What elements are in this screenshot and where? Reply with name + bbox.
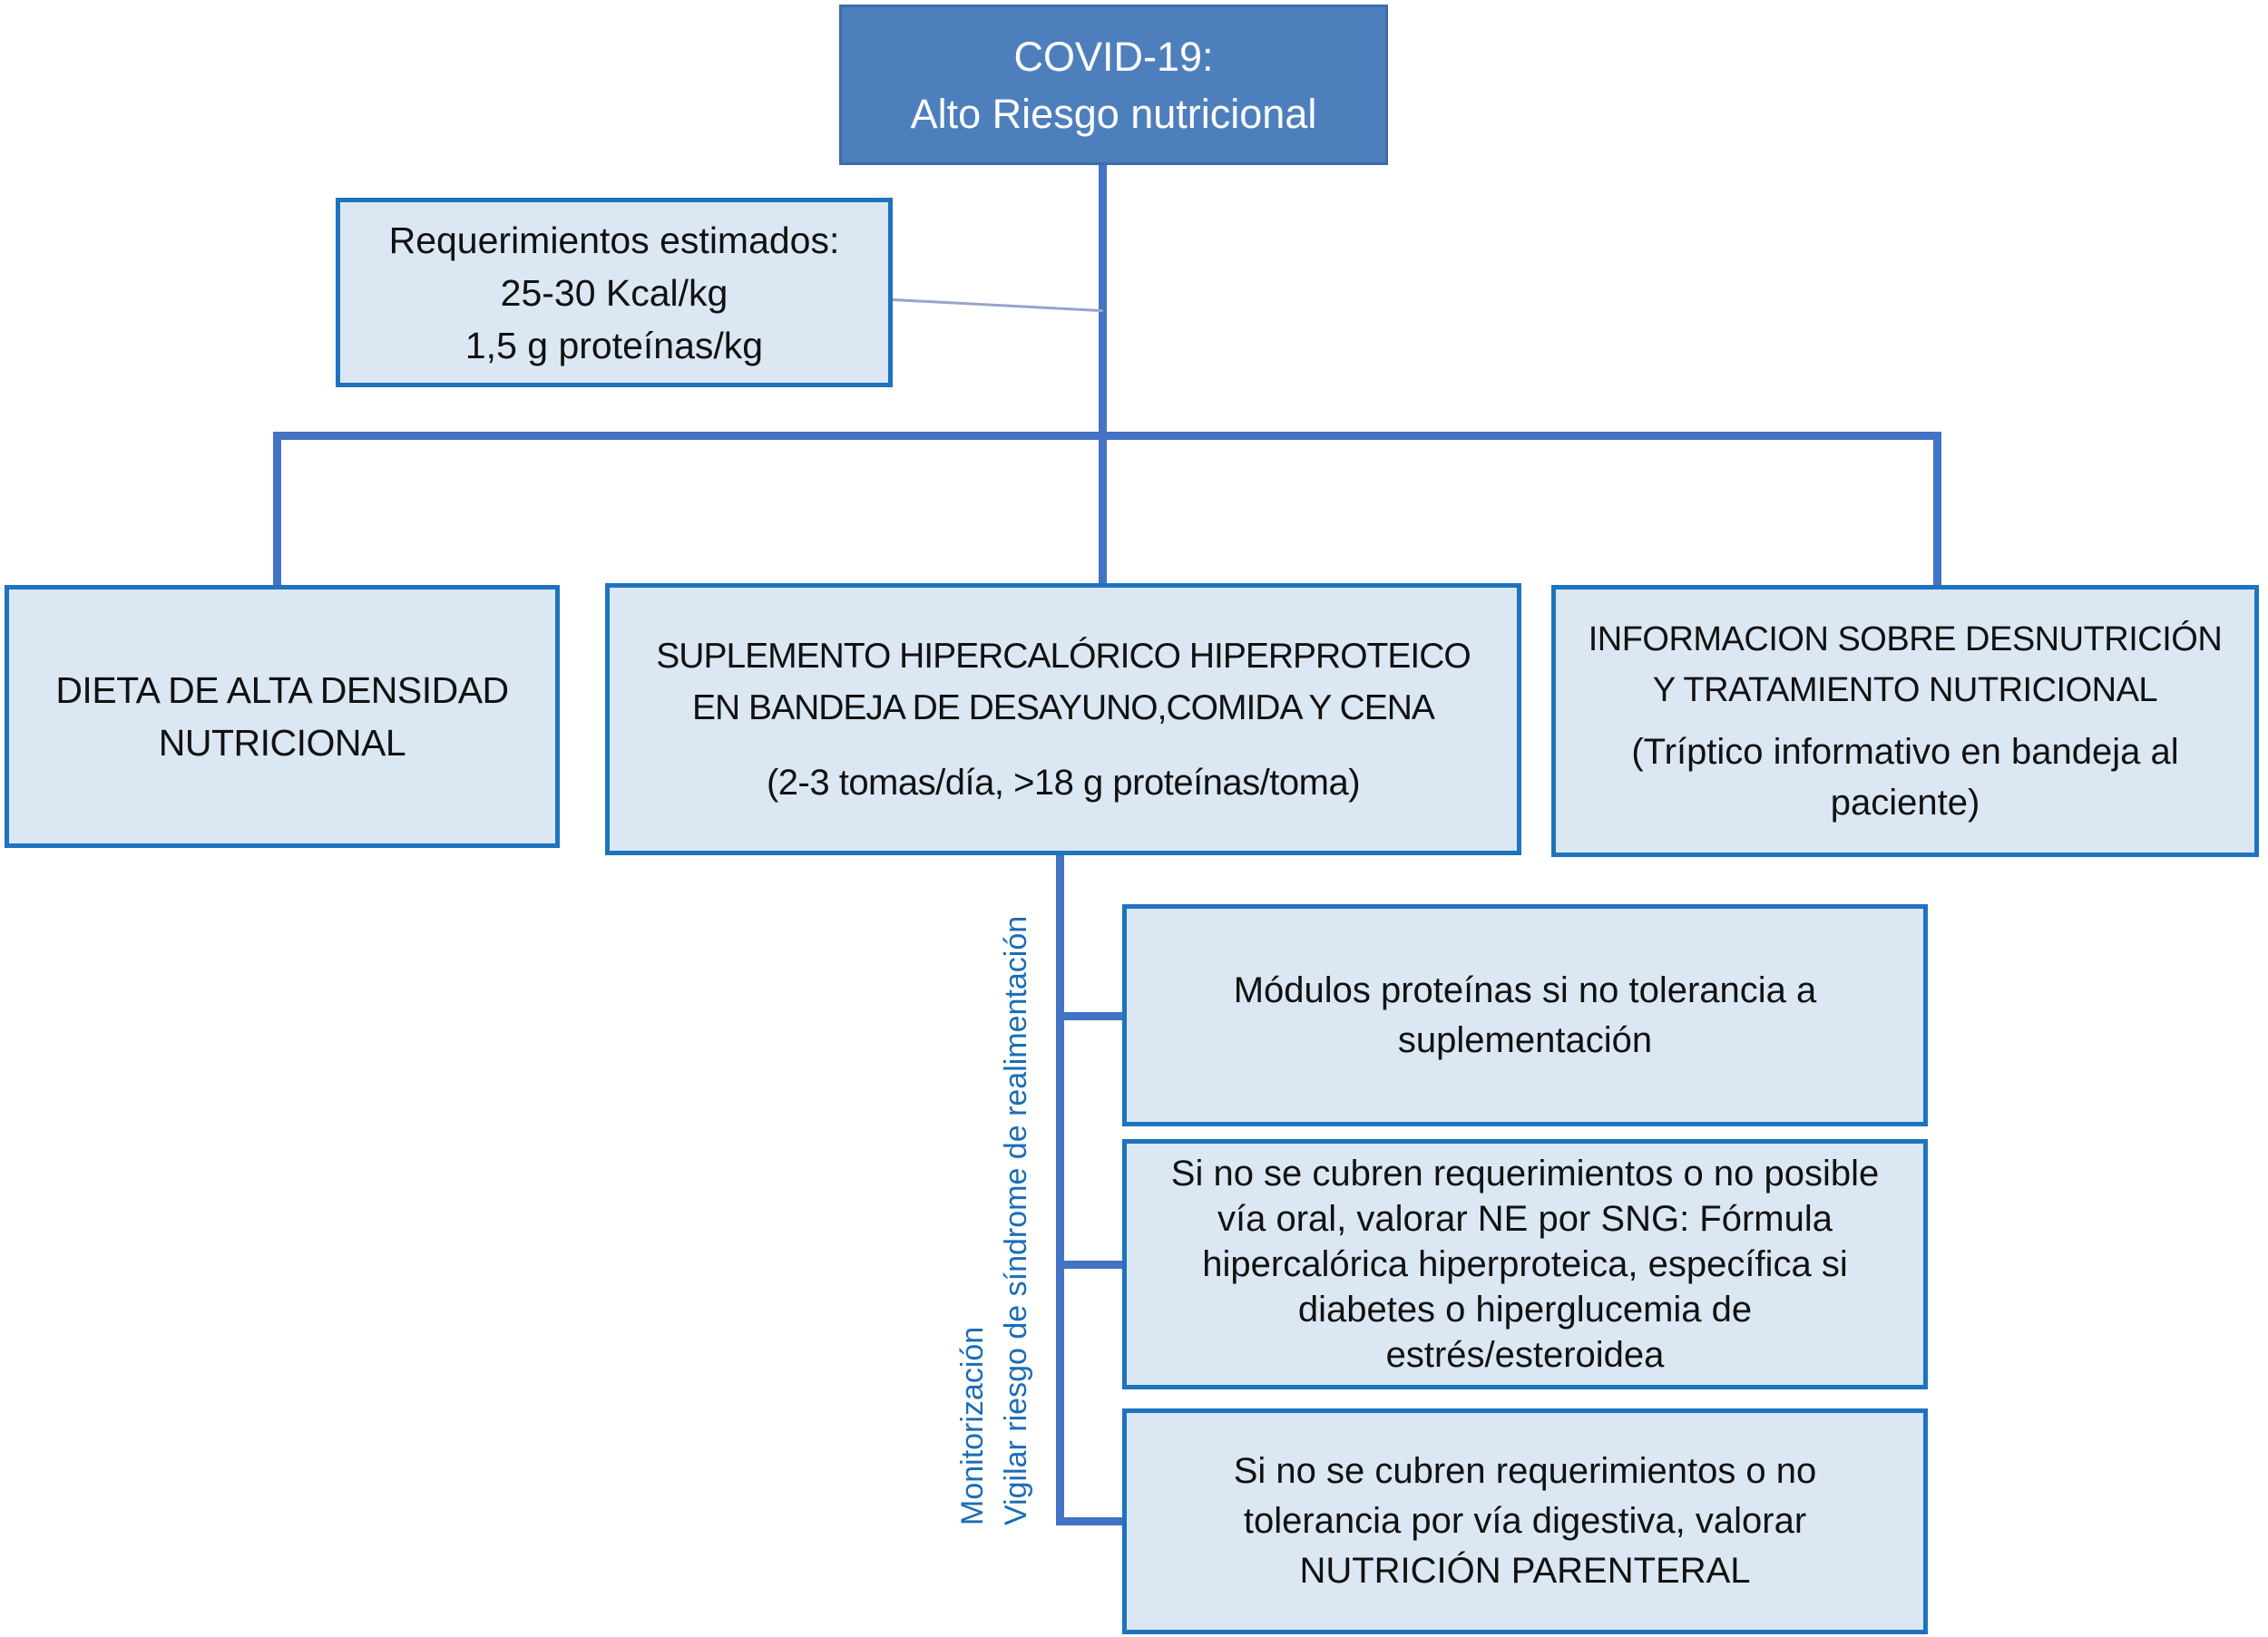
information-title-line-2: Y TRATAMIENTO NUTRICIONAL (1652, 671, 2158, 709)
title-line-2: Alto Riesgo nutricional (910, 90, 1317, 137)
information-box-subtitle: (Tríptico informativo en bandeja al paci… (1631, 732, 2179, 823)
enteral-nutrition-box: Si no se cubren requerimientos o no posi… (1122, 1139, 1928, 1389)
diet-box: DIETA DE ALTA DENSIDAD NUTRICIONAL (5, 585, 560, 848)
connector-requirements-callout (892, 298, 1103, 313)
information-title-line-1: INFORMACION SOBRE DESNUTRICIÓN (1588, 620, 2223, 658)
title-line-1: COVID-19: (1013, 33, 1214, 80)
monitoring-line-2: Vigilar riesgo de síndrome de realimenta… (999, 915, 1033, 1525)
supplement-title-line-1: SUPLEMENTO HIPERCALÓRICO HIPERPROTEICO (656, 637, 1471, 676)
monitoring-line-1: Monitorización (955, 1326, 990, 1525)
supplement-box-subtitle: (2-3 tomas/día, >18 g proteínas/toma) (766, 763, 1361, 803)
supplement-box-title: SUPLEMENTO HIPERCALÓRICO HIPERPROTEICO E… (656, 630, 1471, 734)
requirements-box: Requerimientos estimados: 25-30 Kcal/kg … (336, 198, 893, 387)
diet-box-text: DIETA DE ALTA DENSIDAD NUTRICIONAL (55, 669, 509, 764)
requirements-line-1: Requerimientos estimados: (388, 219, 840, 261)
information-box-title: INFORMACION SOBRE DESNUTRICIÓN Y TRATAMI… (1589, 614, 2223, 716)
connector-stub-sub2 (1056, 1261, 1125, 1269)
protein-modules-box: Módulos proteínas si no tolerancia a sup… (1122, 904, 1928, 1126)
requirements-line-2: 25-30 Kcal/kg (500, 271, 728, 314)
connector-right-drop (1933, 432, 1941, 588)
monitoring-label: Monitorización Vigilar riesgo de síndrom… (951, 827, 1038, 1525)
requirements-line-3: 1,5 g proteínas/kg (464, 324, 764, 366)
information-box: INFORMACION SOBRE DESNUTRICIÓN Y TRATAMI… (1551, 585, 2259, 857)
supplement-box: SUPLEMENTO HIPERCALÓRICO HIPERPROTEICO E… (605, 583, 1521, 855)
parenteral-nutrition-text: Si no se cubren requerimientos o no tole… (1233, 1451, 1817, 1591)
connector-trunk-top (1099, 163, 1107, 588)
connector-trunk-bottom (1056, 853, 1064, 1525)
supplement-title-line-2: EN BANDEJA DE DESAYUNO,COMIDA Y CENA (692, 688, 1435, 727)
enteral-nutrition-text: Si no se cubren requerimientos o no posi… (1170, 1154, 1880, 1375)
connector-stub-sub1 (1056, 1012, 1125, 1020)
covid-risk-title-box: COVID-19: Alto Riesgo nutricional (839, 5, 1388, 165)
parenteral-nutrition-box: Si no se cubren requerimientos o no tole… (1122, 1408, 1928, 1634)
connector-distribution-line (273, 432, 1941, 440)
connector-left-drop (273, 432, 281, 588)
connector-stub-sub3 (1056, 1517, 1125, 1525)
protein-modules-text: Módulos proteínas si no tolerancia a sup… (1233, 970, 1817, 1060)
